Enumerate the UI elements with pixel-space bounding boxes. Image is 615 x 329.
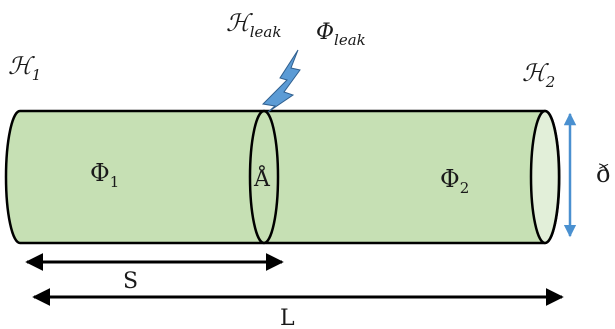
l-label: L <box>280 306 295 329</box>
h-leak-label: ℋleak <box>226 9 281 41</box>
cross-section-label: Å <box>253 164 271 192</box>
pipe-body <box>4 109 561 245</box>
phi2-label: Φ2 <box>440 165 469 197</box>
diameter-label: ð <box>596 160 610 188</box>
h2-label: ℋ2 <box>522 59 555 91</box>
pipe-end-cap <box>529 109 561 245</box>
leak-bolt-icon <box>261 49 301 113</box>
s-label: S <box>123 269 138 294</box>
h1-label: ℋ1 <box>8 52 41 84</box>
phi-leak-label: Φleak <box>316 20 366 49</box>
phi1-label: Φ1 <box>90 159 119 191</box>
leak-cross-section <box>248 109 280 245</box>
